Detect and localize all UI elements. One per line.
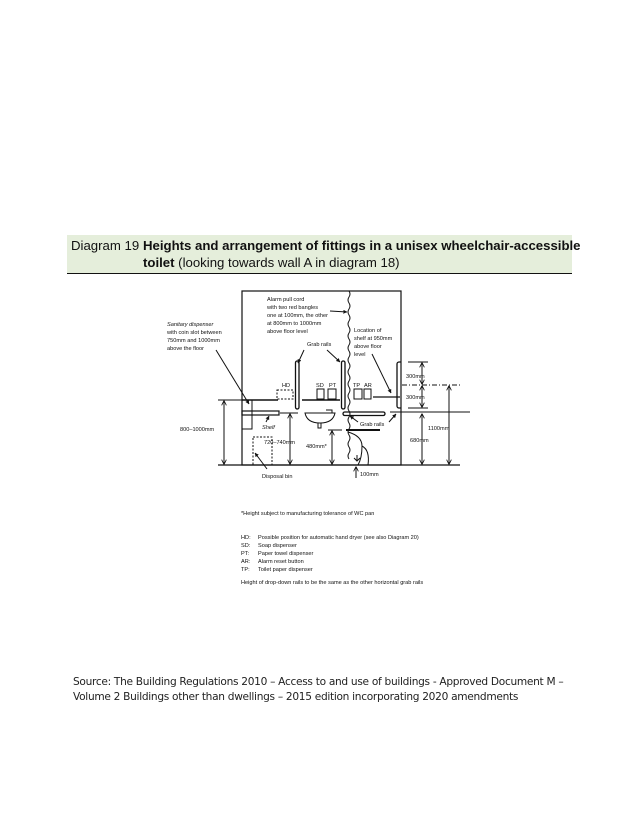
shelf-location-label: shelf at 950mm <box>354 336 393 342</box>
wall-rail-vertical <box>396 361 401 409</box>
key-code: PT: <box>241 551 250 557</box>
diagram-labels: Alarm pull cord with two red bangles one… <box>166 297 450 480</box>
diagram-title-line2: toilet (looking towards wall A in diagra… <box>143 255 400 271</box>
key-code: SD: <box>241 543 251 549</box>
key-code: TP: <box>241 567 250 573</box>
sanitary-label: above the floor <box>167 346 204 352</box>
alarm-label: Alarm pull cord <box>267 297 304 303</box>
diagram-notes: *Height subject to manufacturing toleran… <box>241 511 423 586</box>
drop-down-rail <box>342 411 386 417</box>
key-code: HD: <box>241 535 251 541</box>
sanitary-label: 750mm and 1000mm <box>167 338 220 344</box>
diagram-number: Diagram 19 <box>71 238 140 253</box>
source-line: Volume 2 Buildings other than dwellings … <box>73 691 519 703</box>
ar-label: AR <box>364 383 372 389</box>
tp-label: TP <box>353 383 360 389</box>
alarm-label: with two red bangles <box>266 305 318 311</box>
dim-800-label: 800–1000mm <box>180 427 215 433</box>
pt-label: PT <box>329 383 337 389</box>
sd-label: SD <box>316 383 324 389</box>
sanitary-label: Sanitary dispenser <box>167 322 214 328</box>
key-text: Possible position for automatic hand dry… <box>258 535 419 541</box>
shelf-location-label: level <box>354 352 366 358</box>
key-text: Alarm reset button <box>258 559 304 565</box>
alarm-reset-box <box>363 388 372 400</box>
footnote: *Height subject to manufacturing toleran… <box>241 511 374 517</box>
disposal-bin <box>252 436 273 466</box>
source-citation: Source: The Building Regulations 2010 – … <box>73 675 564 705</box>
shelf <box>241 410 280 416</box>
hand-dryer-box <box>276 389 294 400</box>
paper-towel-box <box>327 388 337 400</box>
diagram-title-rest: (looking towards wall A in diagram 18) <box>174 255 400 270</box>
dim-100-label: 100mm <box>360 472 379 478</box>
dim-300a-label: 300mm <box>406 374 425 380</box>
diagram-title: Heights and arrangement of fittings in a… <box>143 238 581 253</box>
sanitary-label: with coin slot between <box>166 330 222 336</box>
dim-480-label: 480mm* <box>306 444 328 450</box>
shelf-location-label: Location of <box>354 328 382 334</box>
grab-rail-right-vertical <box>340 360 346 410</box>
hd-label: HD <box>282 383 290 389</box>
toilet-paper-box <box>353 388 363 400</box>
wash-basin <box>304 412 336 424</box>
diagram-title-bold: toilet <box>143 255 175 270</box>
grab-rail-left-vertical <box>294 360 300 410</box>
key-code: AR: <box>241 559 251 565</box>
grab-rails-lower-label: Grab rails <box>360 422 384 428</box>
shelf-location-label: above floor <box>354 344 382 350</box>
alarm-label: above floor level <box>267 329 308 335</box>
dim-720-label: 720–740mm <box>264 440 295 446</box>
dim-1100-label: 1100mm <box>428 426 450 432</box>
alarm-label: at 800mm to 1000mm <box>267 321 322 327</box>
disposal-bin-label: Disposal bin <box>262 474 292 480</box>
soap-dispenser-box <box>316 388 325 400</box>
wc-pan <box>347 431 369 466</box>
source-line: Source: The Building Regulations 2010 – … <box>73 676 564 688</box>
diagram-header-band <box>67 235 572 274</box>
alarm-label: one at 100mm, the other <box>267 313 328 319</box>
dim-300b-label: 300mm <box>406 395 425 401</box>
shelf-label: Shelf <box>262 425 276 431</box>
alarm-pull-cord <box>347 290 351 460</box>
key-text: Toilet paper dispenser <box>258 567 313 573</box>
grab-rails-label: Grab rails <box>307 342 331 348</box>
key-text: Paper towel dispenser <box>258 551 313 557</box>
key-text: Soap dispenser <box>258 543 297 549</box>
dim-680-label: 680mm <box>410 438 429 444</box>
drop-down-note: Height of drop-down rails to be the same… <box>241 580 423 586</box>
